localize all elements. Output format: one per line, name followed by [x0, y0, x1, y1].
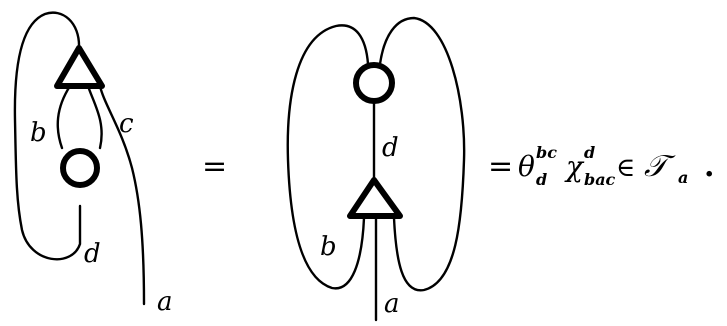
chi-symbol: χ [564, 150, 585, 183]
theta-subscript: d [536, 170, 547, 189]
middle-diagram: d b a [286, 16, 466, 322]
middle-triangle-vertex [347, 177, 403, 219]
space-subscript: a [678, 168, 688, 187]
element-of-symbol: ∈ [616, 153, 635, 183]
equals-sign-1: = [202, 149, 227, 184]
equals-sign-2: = [488, 149, 513, 184]
end-period: . [704, 149, 714, 184]
middle-label-a: a [384, 289, 400, 319]
middle-label-d: d [382, 133, 399, 163]
left-strand-c [86, 84, 103, 150]
left-label-c: c [119, 109, 134, 139]
left-strand-b [56, 84, 72, 150]
left-outer-loop [13, 11, 82, 261]
left-label-b: b [30, 118, 47, 148]
chi-superscript: d [584, 143, 595, 162]
middle-right-lobe [378, 16, 466, 292]
middle-label-b: b [320, 232, 337, 262]
left-label-a: a [157, 287, 173, 317]
theta-symbol: θ [518, 150, 535, 183]
middle-left-lobe [286, 24, 370, 290]
left-label-d: d [84, 239, 101, 269]
left-strand-a [98, 84, 146, 306]
space-symbol: 𝒯 [644, 149, 676, 184]
chi-subscript: bac [584, 170, 616, 189]
result-equation: = θ bc d χ d bac ∈ 𝒯 a . [488, 143, 714, 189]
left-circle-vertex [60, 148, 100, 188]
left-diagram: b c d a [13, 11, 173, 317]
middle-circle-vertex [353, 62, 395, 104]
theta-superscript: bc [536, 143, 557, 162]
left-triangle-vertex [54, 45, 105, 89]
